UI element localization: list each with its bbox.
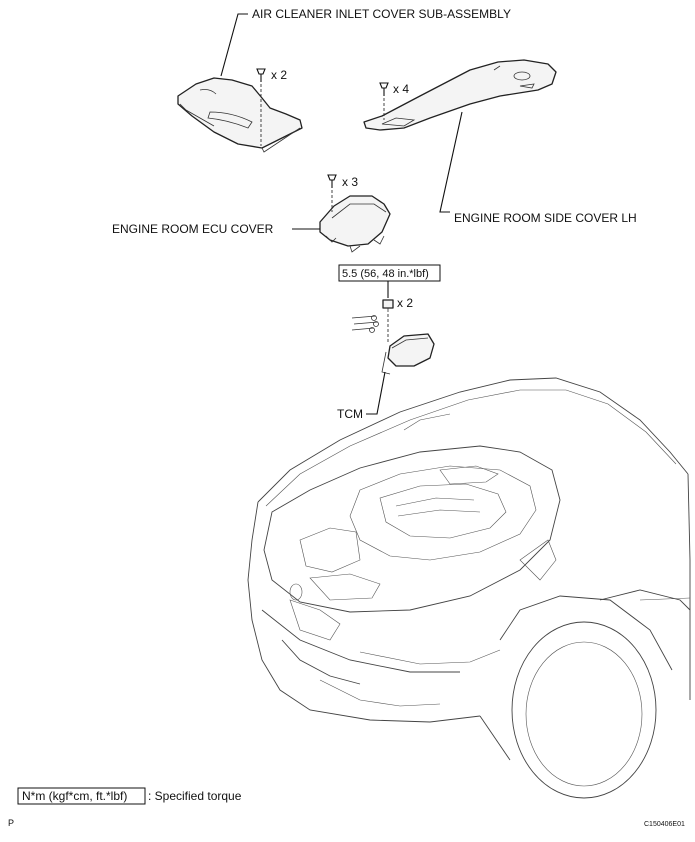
legend-unit: N*m (kgf*cm, ft.*lbf) xyxy=(22,789,127,803)
ecu-cover-bolt-qty: x 3 xyxy=(342,175,358,189)
air-cleaner-bolt-icon xyxy=(256,68,266,82)
air-cleaner-inlet-cover-part xyxy=(177,77,303,153)
torque-value: 5.5 (56, 48 in.*lbf) xyxy=(342,268,429,280)
tcm-label: TCM xyxy=(337,407,363,421)
side-cover-leader xyxy=(439,111,463,213)
air-cleaner-cover-label: AIR CLEANER INLET COVER SUB-ASSEMBLY xyxy=(252,7,511,21)
wire-connector-icon xyxy=(351,315,379,333)
ecu-cover-label: ENGINE ROOM ECU COVER xyxy=(112,222,274,236)
air-cleaner-bolt-qty: x 2 xyxy=(271,68,287,82)
vehicle-front-drawing xyxy=(247,377,691,799)
footer-left-mark: P xyxy=(8,818,14,828)
air-cleaner-leader xyxy=(220,13,248,77)
legend-description: : Specified torque xyxy=(148,789,242,803)
legend-unit-box xyxy=(17,787,146,805)
side-cover-bolt-icon xyxy=(379,82,389,96)
torque-value-box xyxy=(338,264,441,282)
engine-room-ecu-cover-part xyxy=(319,195,391,253)
side-cover-bolt-qty: x 4 xyxy=(393,82,409,96)
tcm-nut-qty: x 2 xyxy=(397,296,413,310)
ecu-cover-bolt-icon xyxy=(327,174,337,188)
figure-code: C150406E01 xyxy=(644,821,685,828)
tcm-leader xyxy=(366,371,386,415)
engine-room-side-cover-lh-part xyxy=(363,59,557,131)
tcm-nut-icon xyxy=(382,299,394,312)
tcm-part xyxy=(381,333,435,375)
side-cover-lh-label: ENGINE ROOM SIDE COVER LH xyxy=(454,211,637,225)
